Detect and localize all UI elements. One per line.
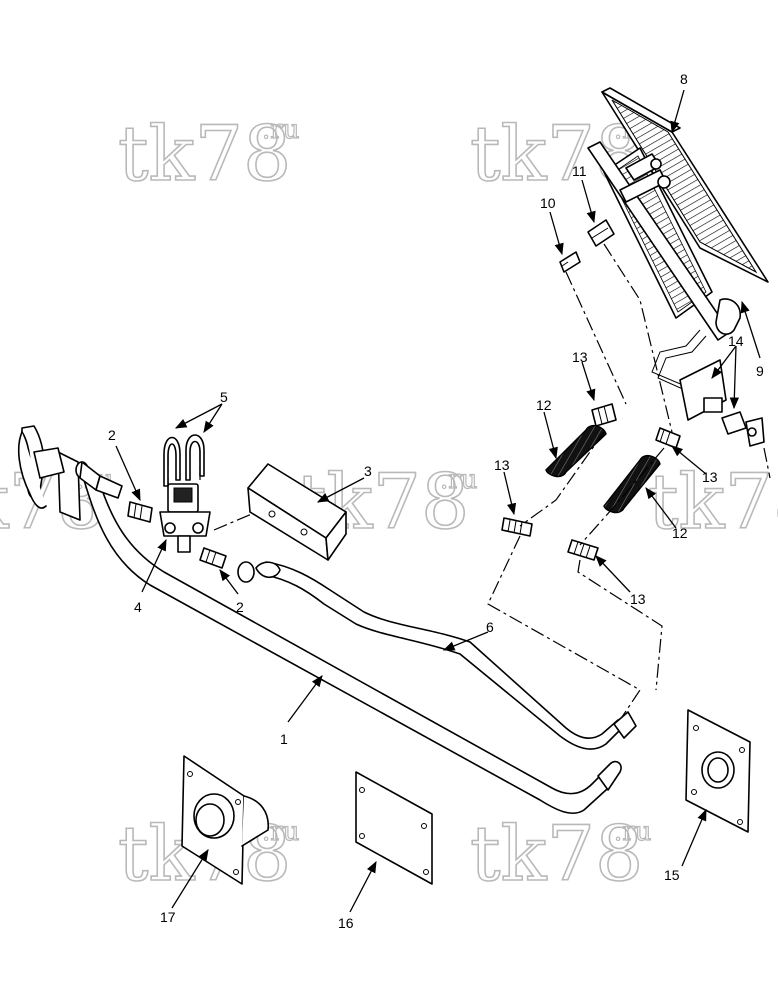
callout-15: 15 — [664, 867, 680, 883]
callout-13-bottom: 13 — [630, 591, 646, 607]
bracket-3-icon — [247, 463, 347, 561]
callout-11: 11 — [572, 163, 587, 179]
cover-plate-icon — [355, 771, 433, 885]
svg-text:.ru: .ru — [614, 817, 651, 847]
callout-10: 10 — [540, 195, 556, 211]
nipple-13-top — [591, 403, 617, 427]
callout-12-left: 12 — [536, 397, 552, 413]
fitting-2-right — [199, 547, 227, 569]
solenoid-valve-icon — [159, 483, 211, 553]
leader-lines — [115, 89, 761, 913]
svg-text:.ru: .ru — [440, 465, 477, 495]
callout-17: 17 — [160, 909, 176, 925]
callout-16: 16 — [338, 915, 354, 931]
watermark-top-left: tk78 .ru — [117, 108, 300, 199]
svg-text:tk78: tk78 — [470, 809, 643, 898]
callout-3: 3 — [364, 463, 372, 479]
callout-1: 1 — [280, 731, 288, 747]
callout-6: 6 — [486, 619, 494, 635]
callout-13-top: 13 — [572, 349, 588, 365]
svg-text:tk78: tk78 — [118, 109, 291, 198]
fitting-10-icon — [559, 251, 581, 273]
callout-2-right: 2 — [236, 599, 244, 615]
nipple-13-left — [501, 517, 533, 537]
watermark-bottom-right: tk78 .ru — [469, 808, 652, 899]
callout-13-left: 13 — [494, 457, 510, 473]
callout-9: 9 — [756, 363, 764, 379]
watermark-mid-right: tk78 — [647, 456, 778, 547]
bracket-fitting-icon — [679, 359, 765, 447]
callout-12-right: 12 — [672, 525, 688, 541]
callout-labels: 1 2 2 3 4 5 6 8 9 10 11 12 12 13 13 13 1… — [108, 71, 764, 931]
grommet-plate-icon — [181, 755, 269, 885]
callout-2-left: 2 — [108, 427, 116, 443]
fitting-2-left — [127, 501, 153, 523]
nipple-13-right — [655, 427, 681, 449]
tube-6-icon — [237, 561, 637, 750]
callout-5: 5 — [220, 389, 228, 405]
callout-8: 8 — [680, 71, 688, 87]
flange-plate-icon — [685, 709, 751, 833]
callout-4: 4 — [134, 599, 142, 615]
left-pipe-assembly-icon — [17, 425, 123, 521]
callout-14: 14 — [728, 333, 744, 349]
svg-text:tk78: tk78 — [648, 457, 778, 546]
hose-icon — [545, 424, 661, 514]
svg-text:.ru: .ru — [262, 115, 299, 145]
tube-1-icon — [83, 479, 622, 815]
routing-lines — [167, 243, 771, 721]
heater-core-icon — [587, 87, 769, 395]
nipple-13-bottom — [567, 539, 599, 561]
u-bolt-icon — [163, 434, 205, 487]
fitting-11-icon — [587, 219, 615, 247]
callout-13-right: 13 — [702, 469, 718, 485]
